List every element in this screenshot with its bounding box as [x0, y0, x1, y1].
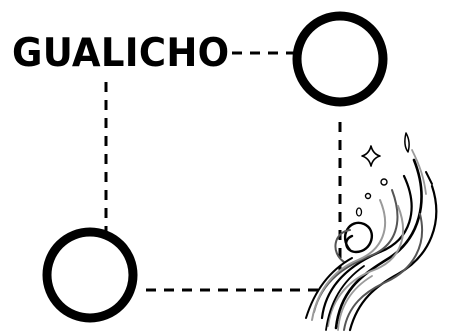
swirl-drop [357, 208, 362, 216]
bottom-left-circle [47, 232, 133, 318]
diagram-title: GUALICHO [12, 24, 229, 84]
swirl-drop [405, 133, 409, 152]
swirl-dot [366, 194, 371, 199]
top-right-circle [297, 16, 383, 102]
wind-stroke [426, 172, 432, 184]
sparkle-icon [362, 146, 380, 166]
swirl-dot [381, 179, 387, 185]
wind-curl [345, 223, 372, 252]
wind-swirl-icon [306, 133, 436, 330]
